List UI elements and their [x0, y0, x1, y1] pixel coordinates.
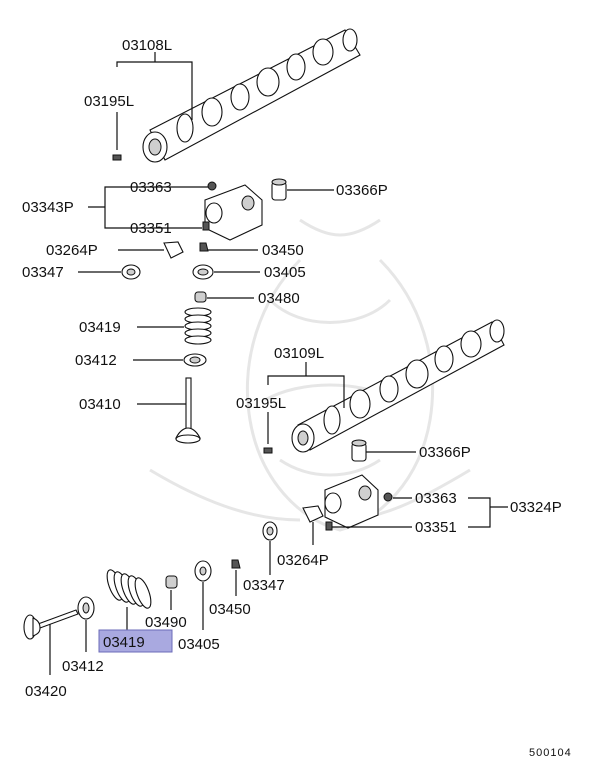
label-03419-top: 03419 [79, 319, 121, 336]
label-03351-top: 03351 [130, 220, 172, 237]
label-03410: 03410 [79, 396, 121, 413]
label-03366p-top: 03366P [336, 182, 388, 199]
pin-bottom [263, 447, 273, 454]
label-03420: 03420 [25, 683, 67, 700]
label-03412-bottom: 03412 [62, 658, 104, 675]
rocker-shim-bottom [302, 505, 324, 523]
label-03450-bottom: 03450 [209, 601, 251, 618]
label-03108l: 03108L [122, 37, 172, 54]
highlight-box-03419 [98, 629, 173, 653]
stem-seal-bottom [165, 575, 178, 589]
label-03264p-top: 03264P [46, 242, 98, 259]
valve-spring-top [184, 307, 212, 345]
rocker-shim-top [163, 241, 184, 259]
rocker-assembly-bottom [324, 474, 393, 531]
valve-spring-bottom [106, 569, 152, 609]
camshaft-top [142, 28, 361, 163]
label-03195l-top: 03195L [84, 93, 134, 110]
label-03347-bottom: 03347 [243, 577, 285, 594]
lash-adjuster-bottom [351, 439, 367, 462]
label-03412-top: 03412 [75, 352, 117, 369]
camshaft-bottom [291, 319, 505, 453]
label-03480: 03480 [258, 290, 300, 307]
valve-top [175, 377, 201, 444]
label-03363-bottom: 03363 [415, 490, 457, 507]
diagram-code: 500104 [529, 747, 572, 759]
label-03450-top: 03450 [262, 242, 304, 259]
label-03363-top: 03363 [130, 179, 172, 196]
label-03351-bottom: 03351 [415, 519, 457, 536]
label-03366p-bottom: 03366P [419, 444, 471, 461]
label-03109l: 03109L [274, 345, 324, 362]
label-03324p: 03324P [510, 499, 562, 516]
label-03343p: 03343P [22, 199, 74, 216]
label-03405-top: 03405 [264, 264, 306, 281]
pin-top [112, 154, 122, 161]
lash-adjuster-top [271, 178, 287, 201]
cotter-top [199, 242, 209, 252]
label-03264p-bottom: 03264P [277, 552, 329, 569]
cotter-bottom [231, 559, 241, 569]
label-03490: 03490 [145, 614, 187, 631]
valve-bottom [23, 609, 79, 640]
label-03347-top: 03347 [22, 264, 64, 281]
label-03419-bottom: 03419 [103, 634, 145, 651]
label-03195l-bottom: 03195L [236, 395, 286, 412]
label-03405-bottom: 03405 [178, 636, 220, 653]
rocker-assembly-top [202, 181, 263, 241]
stem-seal-top [194, 291, 207, 303]
